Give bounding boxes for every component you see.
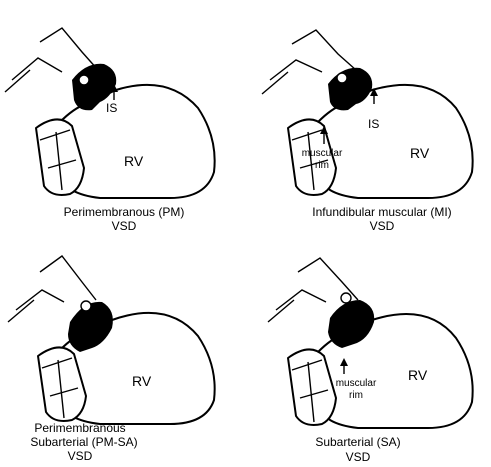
aortic-valve-icon [341,293,351,303]
aortic-valve-icon [81,301,91,311]
rim-label-line-1: muscular [336,378,377,389]
caption-line-1: Infundibular muscular (MI) [312,205,451,219]
septum-label: IS [368,117,379,131]
panel-perimembranous: IS RV Perimembranous (PM) VSD [5,28,215,233]
panel-infundibular-muscular: IS muscular rim RV Infundibular muscular… [262,30,473,233]
heart-outline [8,256,215,424]
caption-line-1: Perimembranous (PM) [64,205,185,219]
caption-line-3: VSD [346,450,371,464]
aortic-valve-icon [337,73,347,83]
rim-label-line-2: rim [349,390,363,401]
caption-line-3: VSD [370,219,395,233]
rim-label-line-1: muscular [302,148,343,159]
caption-line-1: Subarterial (SA) [315,435,400,449]
panel-perimembranous-subarterial: RV Perimembranous Subarterial (PM-SA) VS… [8,256,215,463]
caption-line-3: VSD [68,449,93,463]
caption-line-3: VSD [112,219,137,233]
chamber-label-rv: RV [408,367,428,383]
chamber-label-rv: RV [132,373,152,389]
heart-outline [268,258,473,428]
panel-subarterial: muscular rim RV Subarterial (SA) VSD [268,258,473,464]
aortic-valve-icon [79,75,89,85]
heart-outline [262,30,473,198]
caption-line-1: Perimembranous [34,421,125,435]
chamber-label-rv: RV [124,153,144,169]
chamber-label-rv: RV [410,145,430,161]
caption-line-2: Subarterial (PM-SA) [30,435,137,449]
septum-label: IS [106,101,117,115]
rim-label-line-2: rim [315,160,329,171]
